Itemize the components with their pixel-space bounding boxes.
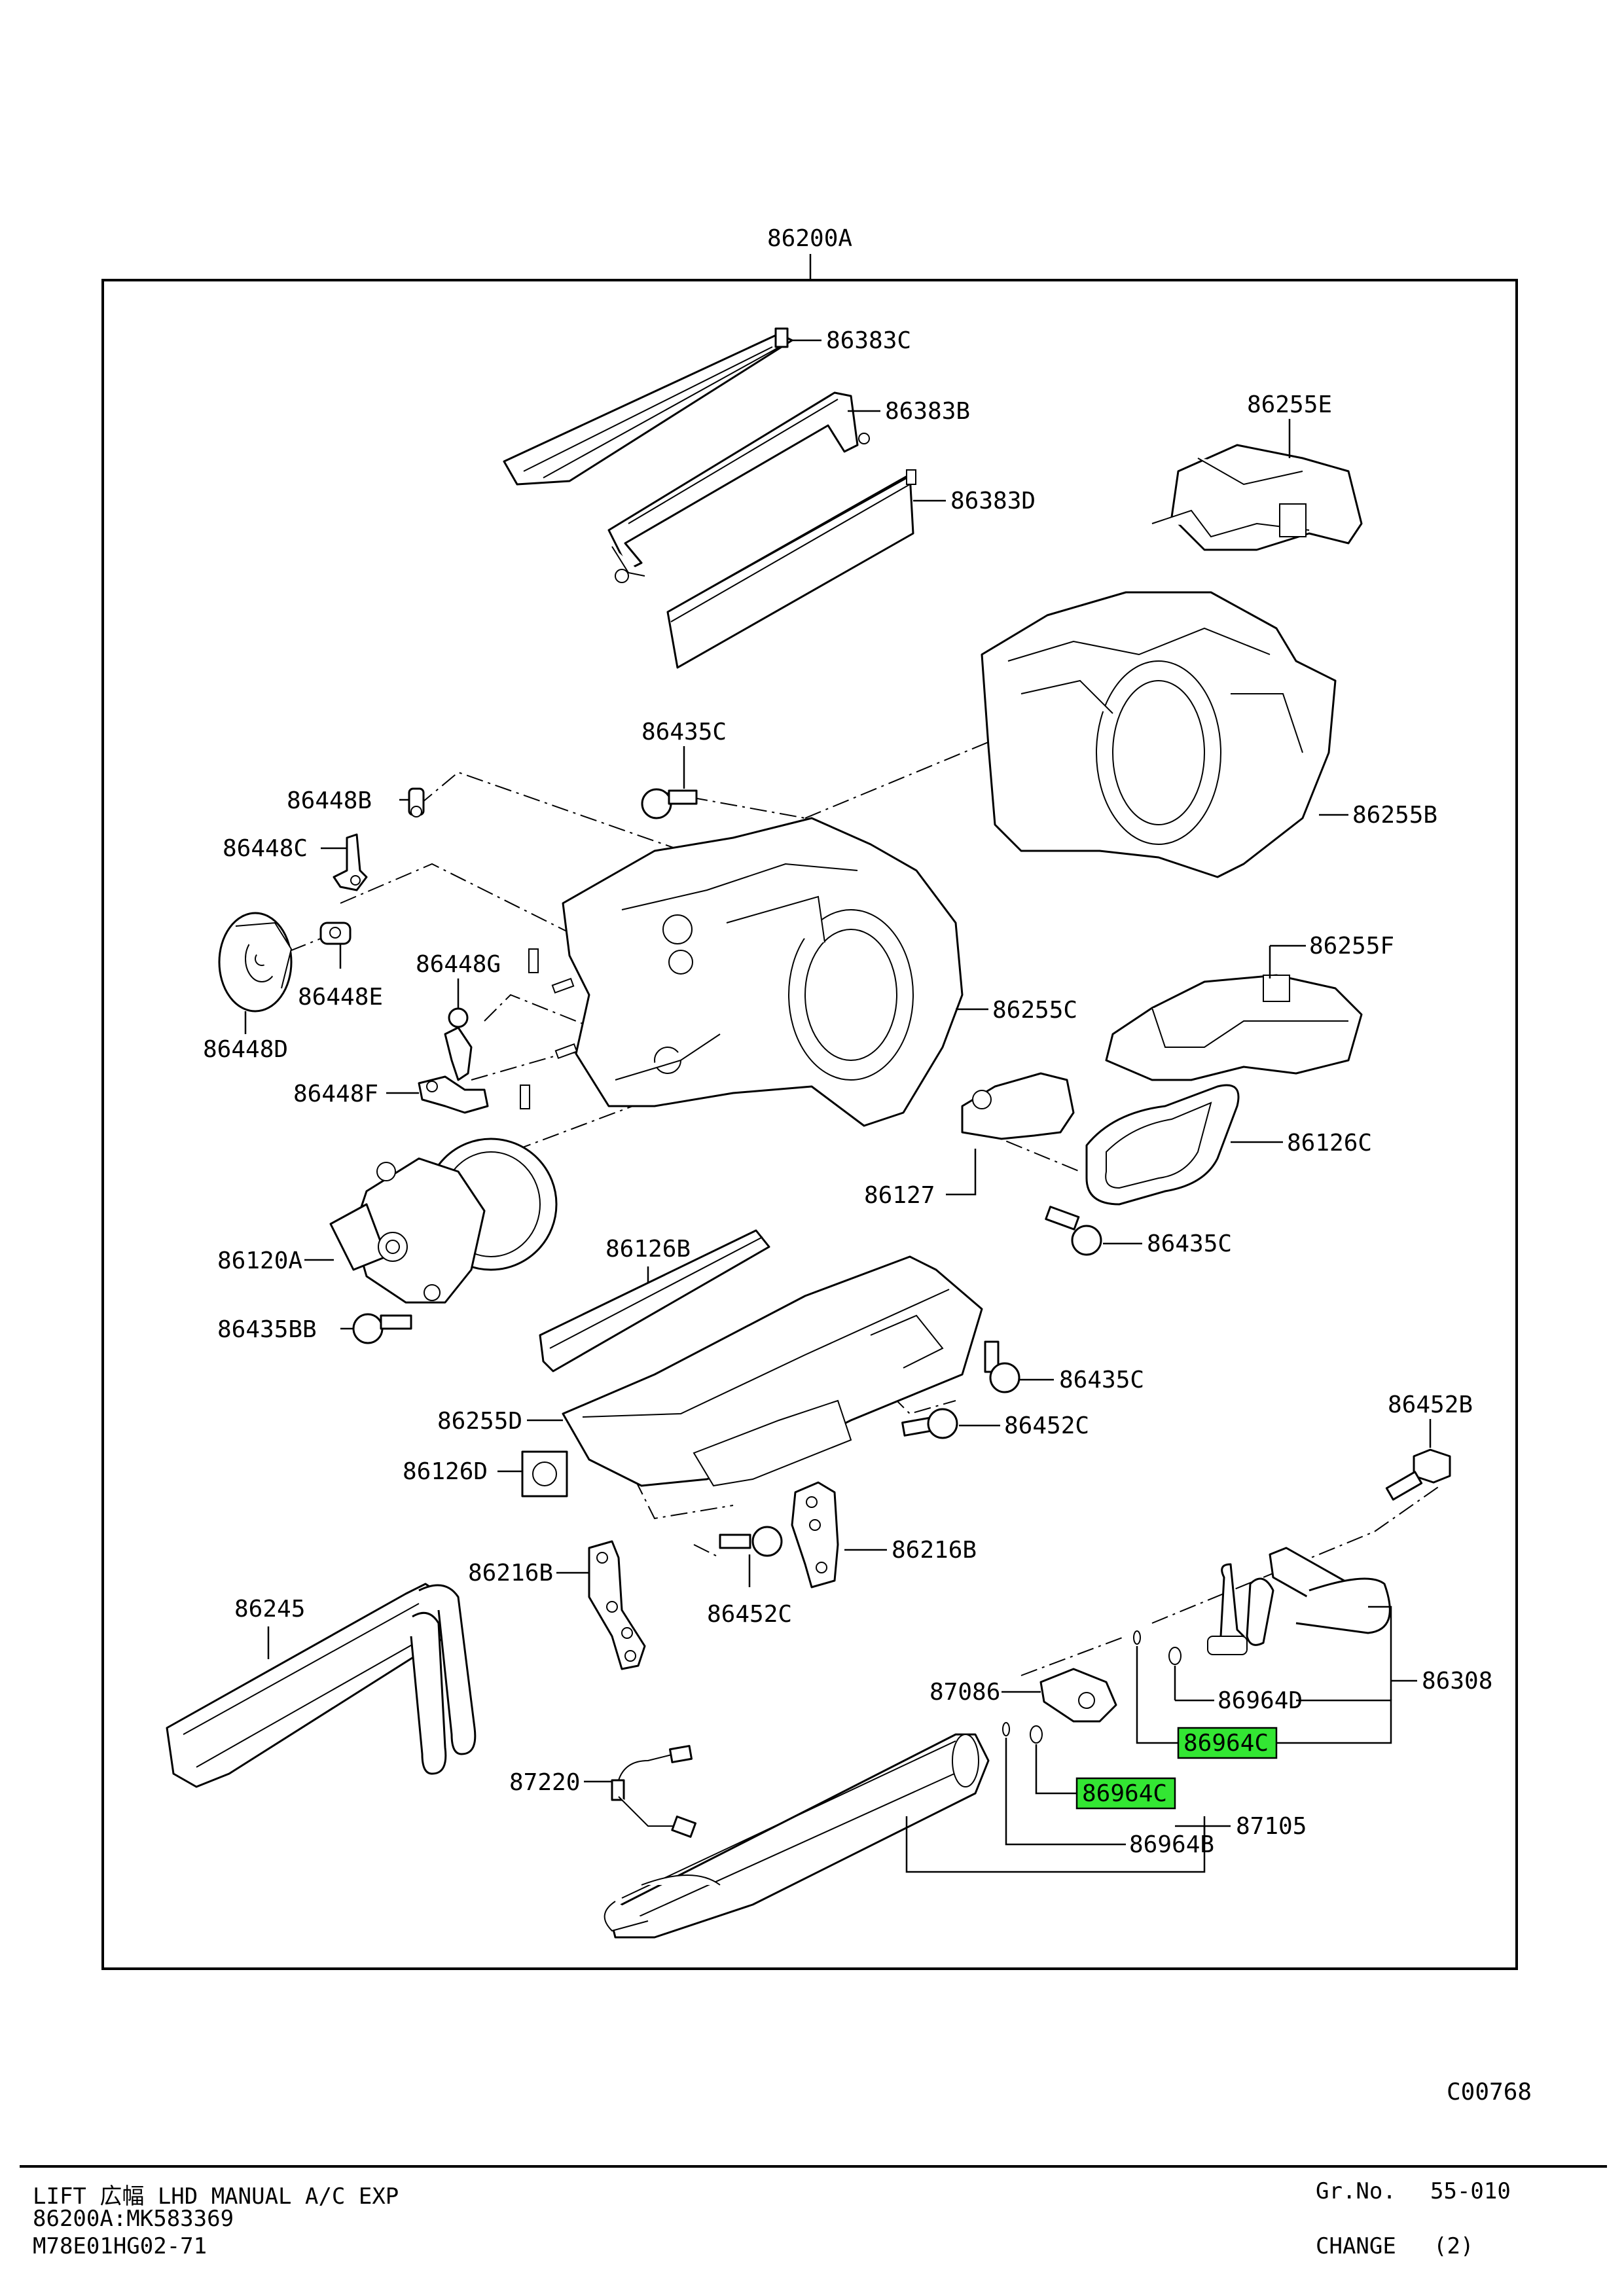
part-86383B-shape bbox=[607, 391, 870, 583]
part-86448C-shape bbox=[333, 833, 368, 891]
part-86435C-low-shape bbox=[984, 1340, 1020, 1393]
callout-86964B[interactable]: 86964B bbox=[1129, 1831, 1214, 1858]
callout-86435C-low[interactable]: 86435C bbox=[1059, 1367, 1144, 1393]
callout-86964D[interactable]: 86964D bbox=[1218, 1687, 1303, 1714]
callout-86383C[interactable]: 86383C bbox=[826, 327, 911, 354]
part-87105-shape bbox=[604, 1733, 990, 1939]
part-86383D-shape bbox=[666, 469, 916, 669]
callout-86452B[interactable]: 86452B bbox=[1388, 1391, 1473, 1418]
callout-86448F[interactable]: 86448F bbox=[293, 1081, 378, 1107]
part-86126B-shape bbox=[539, 1229, 770, 1372]
callout-86964C-lower[interactable]: 86964C bbox=[1082, 1780, 1167, 1807]
part-86448G-shape bbox=[444, 1007, 473, 1081]
part-connectors-small bbox=[520, 948, 578, 1109]
callout-86255C[interactable]: 86255C bbox=[992, 997, 1077, 1024]
callout-86452C-right[interactable]: 86452C bbox=[1004, 1412, 1089, 1439]
callout-87086[interactable]: 87086 bbox=[929, 1679, 1000, 1706]
part-86452C-bottom-shape bbox=[719, 1526, 783, 1557]
figure-code: C00768 bbox=[1447, 2079, 1532, 2106]
callout-86435BB[interactable]: 86435BB bbox=[217, 1316, 317, 1343]
highlight-86964C-lower bbox=[1075, 1777, 1176, 1810]
part-86255E-shape bbox=[1151, 444, 1363, 551]
callout-86383D[interactable]: 86383D bbox=[950, 488, 1036, 514]
footer-grno-value: 55-010 bbox=[1430, 2178, 1511, 2204]
part-86255F-shape bbox=[1105, 974, 1363, 1081]
part-86127-shape bbox=[961, 1072, 1075, 1140]
callout-86255F[interactable]: 86255F bbox=[1309, 933, 1394, 960]
callout-86435C-top[interactable]: 86435C bbox=[641, 719, 727, 745]
callout-86126B[interactable]: 86126B bbox=[605, 1236, 691, 1263]
part-86448D-shape bbox=[218, 912, 293, 1013]
callout-86448C[interactable]: 86448C bbox=[223, 835, 308, 862]
part-86448E-shape bbox=[319, 922, 352, 945]
callout-86308[interactable]: 86308 bbox=[1422, 1668, 1492, 1695]
part-86255D-shape bbox=[562, 1255, 983, 1487]
callout-86435C-mid[interactable]: 86435C bbox=[1147, 1230, 1232, 1257]
footer-drawing-code: M78E01HG02-71 bbox=[33, 2233, 208, 2259]
part-86216B-left-shape bbox=[588, 1540, 646, 1670]
callout-87220[interactable]: 87220 bbox=[509, 1769, 580, 1796]
callout-86448E[interactable]: 86448E bbox=[298, 984, 383, 1011]
callout-86448D[interactable]: 86448D bbox=[203, 1036, 288, 1063]
callout-86452C-bottom[interactable]: 86452C bbox=[707, 1601, 792, 1628]
part-o-rings bbox=[1002, 1630, 1182, 1744]
callout-86245[interactable]: 86245 bbox=[234, 1596, 305, 1623]
footer-part-number: 86200A:MK583369 bbox=[33, 2206, 234, 2232]
callout-86255E[interactable]: 86255E bbox=[1247, 391, 1332, 418]
callout-86383B[interactable]: 86383B bbox=[885, 398, 970, 425]
callout-86448B[interactable]: 86448B bbox=[287, 787, 372, 814]
part-87220-shape bbox=[611, 1745, 697, 1838]
callout-86216B-left[interactable]: 86216B bbox=[468, 1560, 553, 1587]
part-86255B-shape bbox=[981, 591, 1337, 878]
part-86435C-top-shape bbox=[641, 788, 698, 819]
part-86448F-shape bbox=[418, 1075, 489, 1114]
part-86435BB-shape bbox=[352, 1313, 412, 1344]
callout-86126D[interactable]: 86126D bbox=[403, 1458, 488, 1485]
highlight-86964C-upper bbox=[1177, 1727, 1278, 1759]
label-86200A[interactable]: 86200A bbox=[767, 225, 852, 252]
callout-86255D[interactable]: 86255D bbox=[437, 1408, 522, 1435]
part-86452C-right-shape bbox=[901, 1408, 958, 1439]
part-86245-shape bbox=[166, 1583, 477, 1788]
callout-86127[interactable]: 86127 bbox=[864, 1182, 935, 1209]
part-86216B-right-shape bbox=[791, 1481, 839, 1588]
part-86383C-shape bbox=[503, 327, 793, 486]
callout-86448G[interactable]: 86448G bbox=[416, 951, 501, 978]
assembly-frame bbox=[101, 279, 1518, 1970]
part-86126D-shape bbox=[521, 1450, 568, 1498]
part-86308-shape bbox=[1207, 1547, 1391, 1655]
footer-change-label: CHANGE bbox=[1316, 2233, 1396, 2259]
callout-86120A[interactable]: 86120A bbox=[217, 1247, 302, 1274]
callout-86255B[interactable]: 86255B bbox=[1352, 802, 1437, 829]
part-86435C-mid-shape bbox=[1045, 1206, 1102, 1256]
part-86448B-shape bbox=[408, 787, 425, 817]
footer-title: LIFT 広幅 LHD MANUAL A/C EXP bbox=[33, 2183, 399, 2210]
part-87086-shape bbox=[1039, 1668, 1117, 1723]
part-86126C-shape bbox=[1085, 1084, 1240, 1206]
callout-86216B-right[interactable]: 86216B bbox=[892, 1537, 977, 1564]
part-86452B-shape bbox=[1385, 1448, 1451, 1501]
callout-86126C[interactable]: 86126C bbox=[1287, 1130, 1372, 1157]
footer-grno-label: Gr.No. bbox=[1316, 2178, 1396, 2204]
part-86255C-shape bbox=[562, 817, 964, 1127]
footer-change-value: (2) bbox=[1434, 2233, 1474, 2259]
callout-86964C-upper[interactable]: 86964C bbox=[1183, 1730, 1269, 1757]
part-86120A-shape bbox=[329, 1138, 558, 1304]
callout-87105[interactable]: 87105 bbox=[1236, 1813, 1307, 1840]
